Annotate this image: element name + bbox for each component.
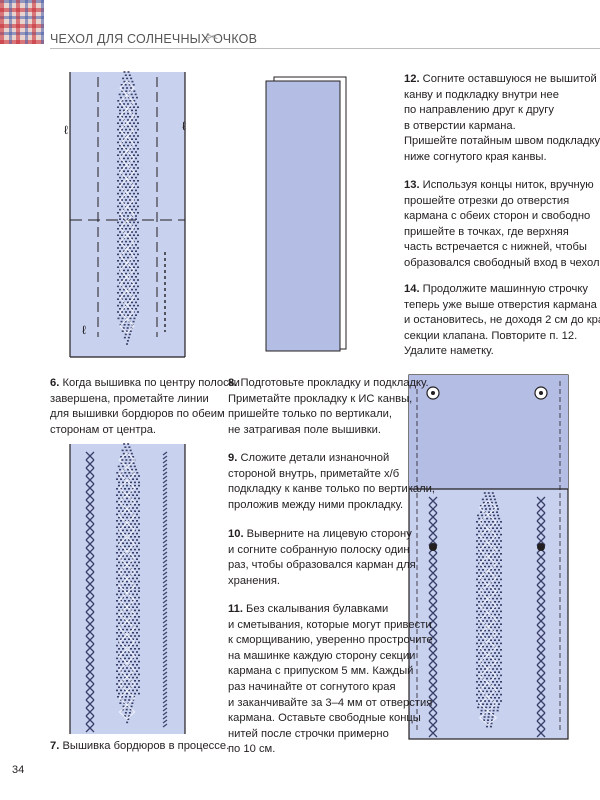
- scissors-icon: ✂: [206, 29, 219, 46]
- page-header-title: ЧЕХОЛ ДЛЯ СОЛНЕЧНЫХ ОЧКОВ: [50, 32, 258, 46]
- svg-text:ℓ: ℓ: [182, 119, 186, 133]
- step-12: 12. Согните оставшуюся не вышитой канву …: [404, 73, 600, 163]
- step-9: 9. Сложите детали изнаночной стороной вн…: [228, 452, 435, 511]
- step-6: 6. Когда вышивка по центру полоски завер…: [50, 377, 240, 436]
- figure-basted-strip: ℓ ℓ ℓ: [64, 71, 186, 358]
- step-11: 11. Без скалывания булавками и сметывани…: [228, 603, 433, 756]
- embroidery-center-motif: [117, 71, 139, 345]
- page-number: 34: [12, 764, 25, 776]
- svg-text:ℓ: ℓ: [64, 123, 68, 137]
- header-rule: [50, 48, 600, 49]
- figure-borders-progress: [69, 443, 186, 734]
- figure-finished-case: [408, 374, 569, 740]
- step-7: 7. Вышивка бордюров в процессе.: [50, 740, 230, 752]
- step-8: 8. Подготовьте прокладку и подкладку. Пр…: [228, 377, 429, 436]
- embroidery-left-border: [85, 451, 95, 733]
- step-13: 13. Используя концы ниток, вручную проше…: [404, 179, 600, 269]
- snap-button-top-left: [426, 386, 440, 400]
- snap-button-top-right: [534, 386, 548, 400]
- step-14: 14. Продолжите машинную строчку теперь у…: [404, 283, 600, 358]
- svg-text:ℓ: ℓ: [82, 323, 86, 337]
- embroidery-right-border: [536, 496, 546, 738]
- embroidery-center-motif: [116, 443, 140, 724]
- embroidery-center-motif: [476, 492, 502, 728]
- figure-lining-panel: [265, 76, 347, 352]
- embroidery-right-border: [162, 451, 168, 728]
- embroidery-left-border: [428, 496, 438, 738]
- step-10: 10. Выверните на лицевую сторону и согни…: [228, 528, 416, 587]
- plaid-corner-decoration: [0, 0, 44, 44]
